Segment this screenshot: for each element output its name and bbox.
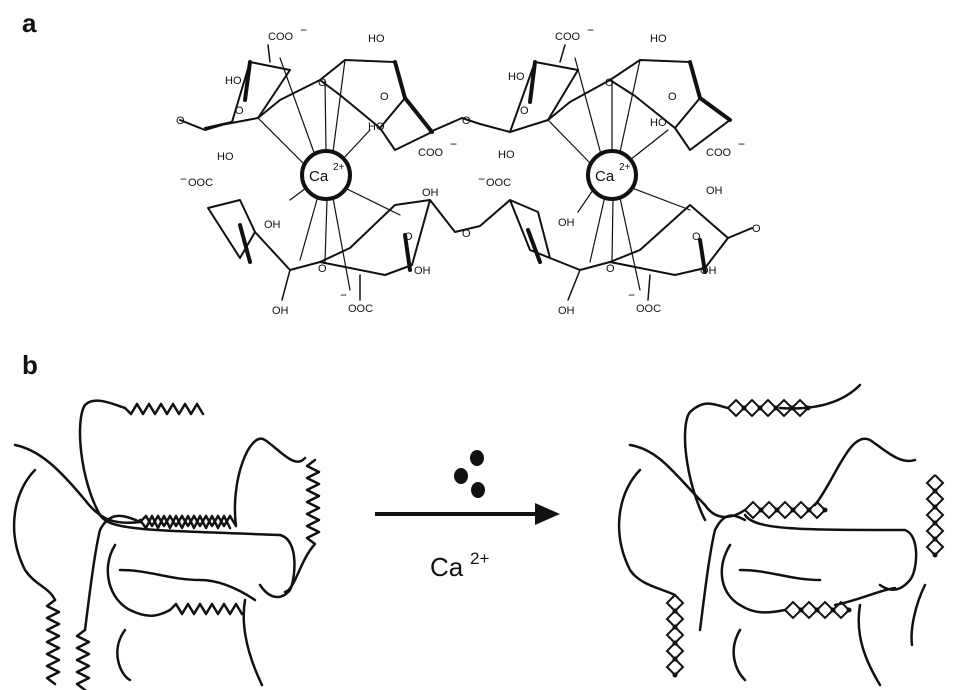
group-o: O [692,231,701,243]
group-ho: HO [650,33,667,45]
group-ooc: OOC [636,303,661,315]
group-coo: COO [418,147,444,159]
group-o: O [235,105,244,117]
group-minus: − [628,288,635,302]
group-oh: OH [272,305,289,317]
group-o: O [520,105,529,117]
panel-b-label: b [22,350,38,380]
reaction-arrow [375,503,560,525]
group-ho: HO [225,75,242,87]
calcium-ions [454,450,485,498]
group-ho: HO [650,117,667,129]
group-coo: COO [706,147,732,159]
group-ooc: OOC [486,177,511,189]
egg-box-structure: Ca 2+ Ca 2+ COO − HO HO O O O O HO O HO … [176,23,761,317]
group-ooc: OOC [348,303,373,315]
free-chains [12,399,321,690]
group-o: O [380,91,389,103]
panel-a-label: a [22,8,37,38]
arrow-label: Ca [430,552,464,582]
group-minus: − [478,172,485,186]
group-minus: − [340,288,347,302]
group-oh: OH [414,265,431,277]
group-o: O [752,223,761,235]
junction-zones [665,398,945,676]
group-oh: OH [422,187,439,199]
group-oh: OH [558,217,575,229]
junction-ions [672,405,938,678]
ion-charge-right: 2+ [619,162,631,173]
group-o: O [606,263,615,275]
group-coo: COO [555,31,581,43]
group-o: O [404,231,413,243]
group-o: O [318,263,327,275]
group-ho: HO [508,71,525,83]
group-minus: − [587,23,594,37]
group-minus: − [180,172,187,186]
chain-association-diagram: Ca 2+ [12,383,945,690]
guluronate-unit-left [204,44,434,301]
group-oh: OH [706,185,723,197]
guluronate-unit-right [509,44,732,301]
group-minus: − [450,137,457,151]
crosslinked-chains [617,383,927,687]
group-o: O [318,77,327,89]
group-o: O [605,77,614,89]
group-o: O [176,115,185,127]
group-ho: HO [368,121,385,133]
group-oh: OH [264,219,281,231]
group-minus: − [738,137,745,151]
ion-label-right: Ca [595,168,615,185]
group-ho: HO [217,151,234,163]
group-ho: HO [368,33,385,45]
group-o: O [668,91,677,103]
ion-label-left: Ca [309,168,329,185]
group-ho: HO [498,149,515,161]
group-o: O [462,228,471,240]
group-o: O [462,115,471,127]
arrow-label-charge: 2+ [470,549,489,568]
group-oh: OH [700,265,717,277]
group-ooc: OOC [188,177,213,189]
group-minus: − [300,23,307,37]
group-oh: OH [558,305,575,317]
ion-charge-left: 2+ [333,162,345,173]
group-coo: COO [268,31,294,43]
